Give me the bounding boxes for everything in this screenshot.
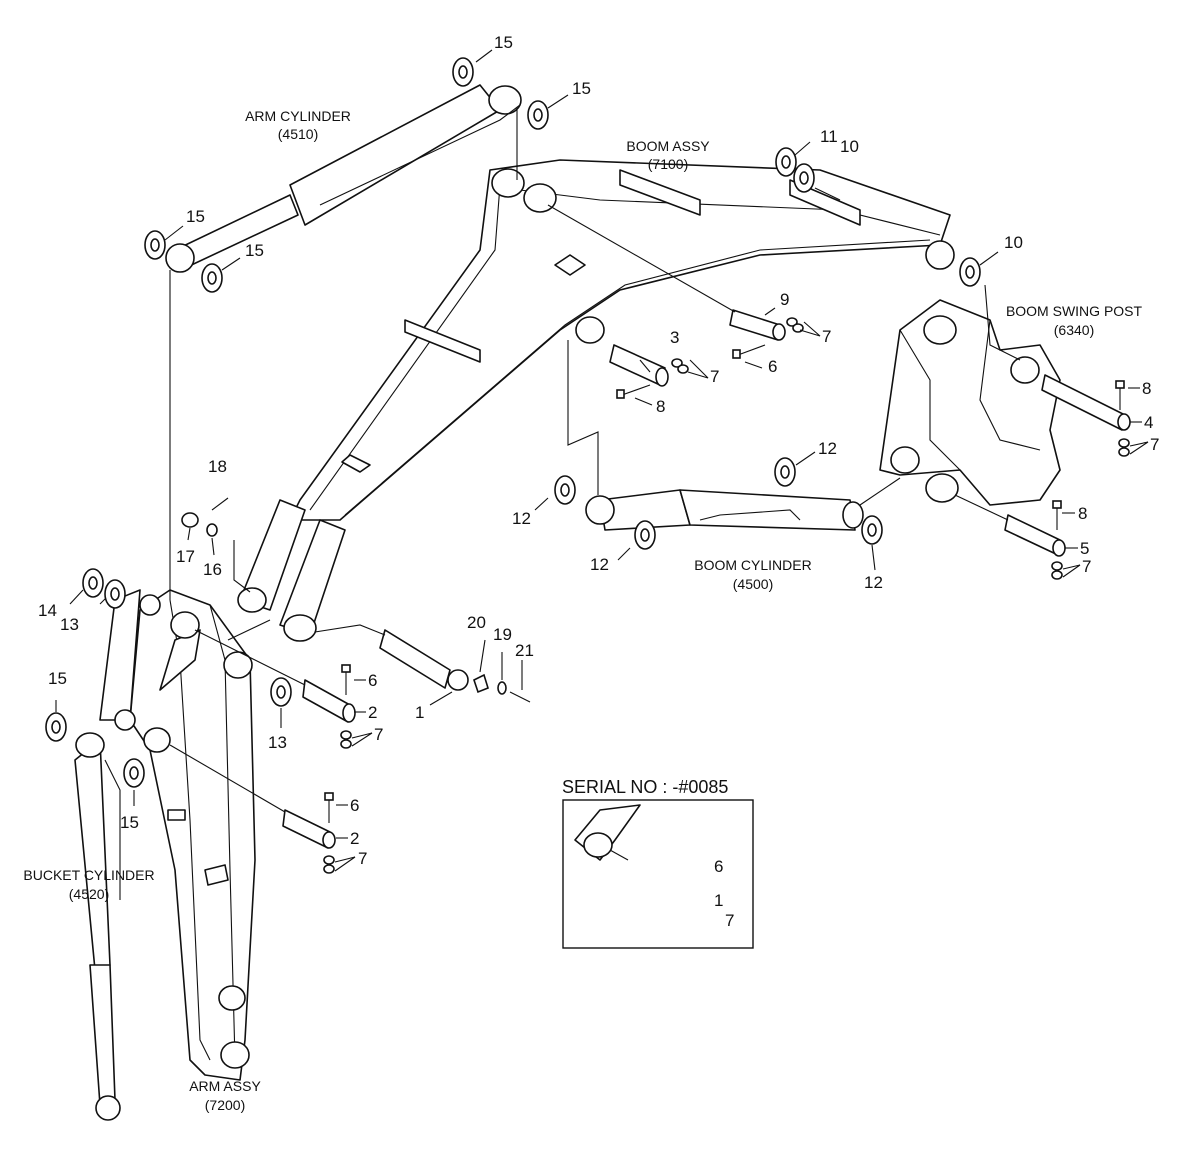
label-boom-cylinder: BOOM CYLINDER <box>694 557 811 573</box>
callout-8: 8 <box>656 397 665 416</box>
washers <box>45 57 981 788</box>
callout-7: 7 <box>725 911 734 930</box>
callout-4: 4 <box>1144 413 1153 432</box>
callout-12: 12 <box>590 555 609 574</box>
part-number-callouts: 15 15 15 15 11 10 10 9 7 6 3 7 8 8 4 7 1… <box>38 33 1159 930</box>
callout-12: 12 <box>512 509 531 528</box>
arm-cylinder <box>165 84 522 273</box>
callout-13: 13 <box>60 615 79 634</box>
boom-assy <box>237 159 955 642</box>
callout-5: 5 <box>1080 539 1089 558</box>
leader-lines <box>55 49 1149 933</box>
assembly-labels: ARM CYLINDER (4510) BOOM ASSY (7100) BOO… <box>23 108 1142 1113</box>
bucket-cylinder <box>74 732 121 1121</box>
callout-21: 21 <box>515 641 534 660</box>
callout-15: 15 <box>245 241 264 260</box>
callout-1: 1 <box>714 891 723 910</box>
callout-7: 7 <box>358 849 367 868</box>
callout-2: 2 <box>368 703 377 722</box>
callout-7: 7 <box>710 367 719 386</box>
label-boom-swing-post-code: (6340) <box>1054 322 1094 338</box>
callout-7: 7 <box>1150 435 1159 454</box>
callout-17: 17 <box>176 547 195 566</box>
callout-9: 9 <box>780 290 789 309</box>
callout-10: 10 <box>1004 233 1023 252</box>
callout-10: 10 <box>840 137 859 156</box>
callout-18: 18 <box>208 457 227 476</box>
callout-12: 12 <box>864 573 883 592</box>
label-boom-cylinder-code: (4500) <box>733 576 773 592</box>
callout-2: 2 <box>350 829 359 848</box>
label-boom-swing-post: BOOM SWING POST <box>1006 303 1143 319</box>
callout-1: 1 <box>415 703 424 722</box>
callout-7: 7 <box>374 725 383 744</box>
label-arm-cylinder-code: (4510) <box>278 126 318 142</box>
label-serial-no: SERIAL NO : -#0085 <box>562 777 728 797</box>
callout-15: 15 <box>186 207 205 226</box>
callout-6: 6 <box>714 857 723 876</box>
arm-assy <box>99 589 256 1081</box>
callout-13: 13 <box>268 733 287 752</box>
callout-8: 8 <box>1078 504 1087 523</box>
callout-6: 6 <box>368 671 377 690</box>
callout-7: 7 <box>822 327 831 346</box>
label-boom-assy-code: (7100) <box>648 156 688 172</box>
callout-15: 15 <box>120 813 139 832</box>
label-boom-assy: BOOM ASSY <box>626 138 710 154</box>
label-arm-assy: ARM ASSY <box>189 1078 261 1094</box>
callout-7: 7 <box>1082 557 1091 576</box>
callout-14: 14 <box>38 601 57 620</box>
callout-19: 19 <box>493 625 512 644</box>
label-bucket-cylinder: BUCKET CYLINDER <box>23 867 154 883</box>
serial-inset <box>562 799 754 949</box>
callout-15: 15 <box>48 669 67 688</box>
callout-8: 8 <box>1142 379 1151 398</box>
callout-20: 20 <box>467 613 486 632</box>
callout-16: 16 <box>203 560 222 579</box>
boom-cylinder <box>585 489 864 531</box>
callout-12: 12 <box>818 439 837 458</box>
label-bucket-cylinder-code: (4520) <box>69 886 109 902</box>
callout-3: 3 <box>670 328 679 347</box>
callout-15: 15 <box>572 79 591 98</box>
callout-15: 15 <box>494 33 513 52</box>
boom-swing-post <box>879 299 1061 506</box>
callout-6: 6 <box>768 357 777 376</box>
label-arm-assy-code: (7200) <box>205 1097 245 1113</box>
callout-11: 11 <box>820 127 838 146</box>
callout-6: 6 <box>350 796 359 815</box>
label-arm-cylinder: ARM CYLINDER <box>245 108 351 124</box>
